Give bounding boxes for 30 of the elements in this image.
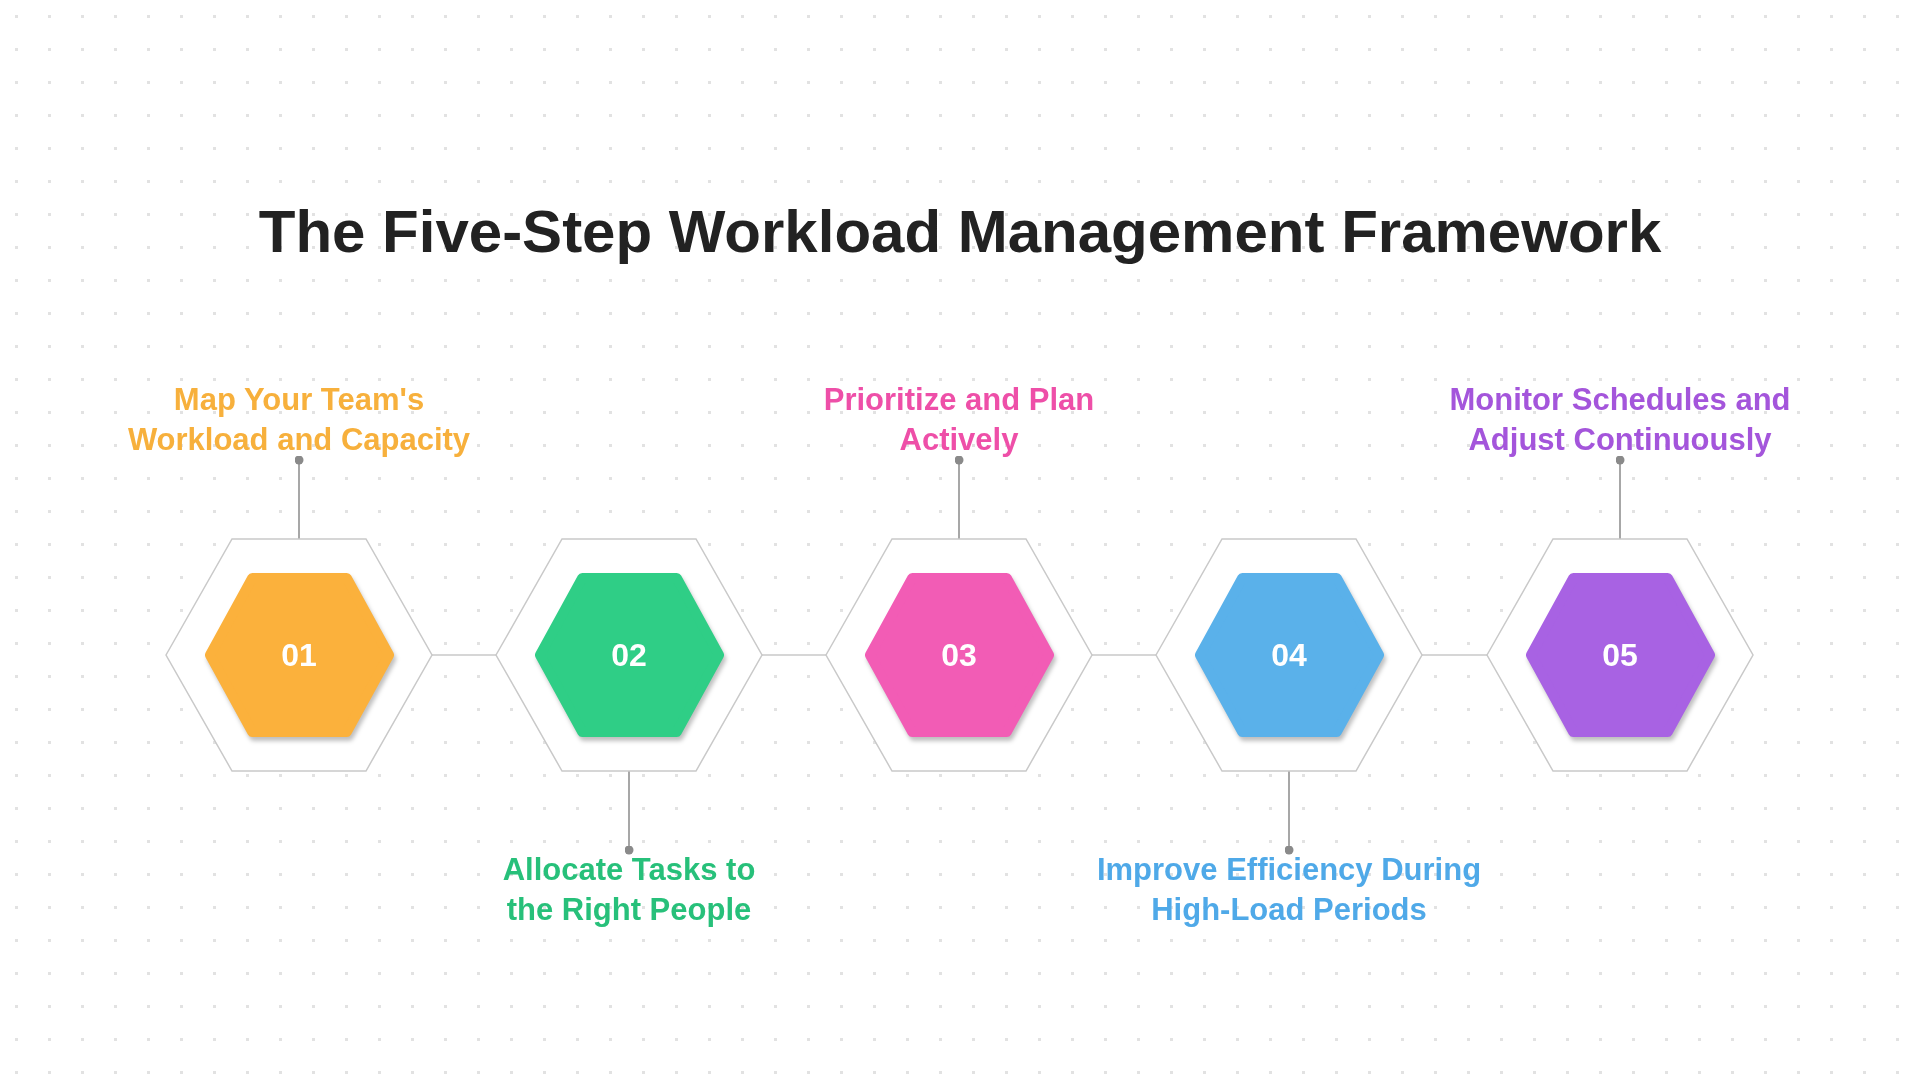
leader-line <box>624 770 634 855</box>
hexagon-frame <box>165 538 433 772</box>
step-title: Prioritize and Plan Actively <box>804 380 1114 460</box>
step-hexagon <box>534 573 724 737</box>
leader-line <box>1284 770 1294 855</box>
step-number: 04 <box>1271 636 1307 675</box>
leader-line <box>294 455 304 540</box>
hexagon-frame <box>495 538 763 772</box>
connector-line <box>431 654 497 656</box>
leader-line <box>954 455 964 540</box>
step-number: 02 <box>611 636 647 675</box>
connector-line <box>1091 654 1157 656</box>
title: The Five-Step Workload Management Framework <box>257 197 1663 267</box>
step-hexagon <box>1194 573 1384 737</box>
step-number: 05 <box>1602 636 1638 675</box>
connector-line <box>761 654 827 656</box>
step-number: 03 <box>941 636 977 675</box>
step-hexagon <box>1525 573 1715 737</box>
hexagon-frame <box>1486 538 1754 772</box>
step-title: Improve Efficiency During High-Load Periods <box>1074 850 1504 930</box>
step-hexagon <box>864 573 1054 737</box>
connector-line <box>1421 654 1488 656</box>
step-title: Map Your Team's Workload and Capacity <box>114 380 484 460</box>
leader-line <box>1615 455 1625 540</box>
hexagon-frame <box>825 538 1093 772</box>
step-number: 01 <box>281 636 317 675</box>
step-title: Allocate Tasks to the Right People <box>484 850 774 930</box>
step-hexagon <box>204 573 394 737</box>
hexagon-frame <box>1155 538 1423 772</box>
step-title: Monitor Schedules and Adjust Continuously <box>1420 380 1820 460</box>
